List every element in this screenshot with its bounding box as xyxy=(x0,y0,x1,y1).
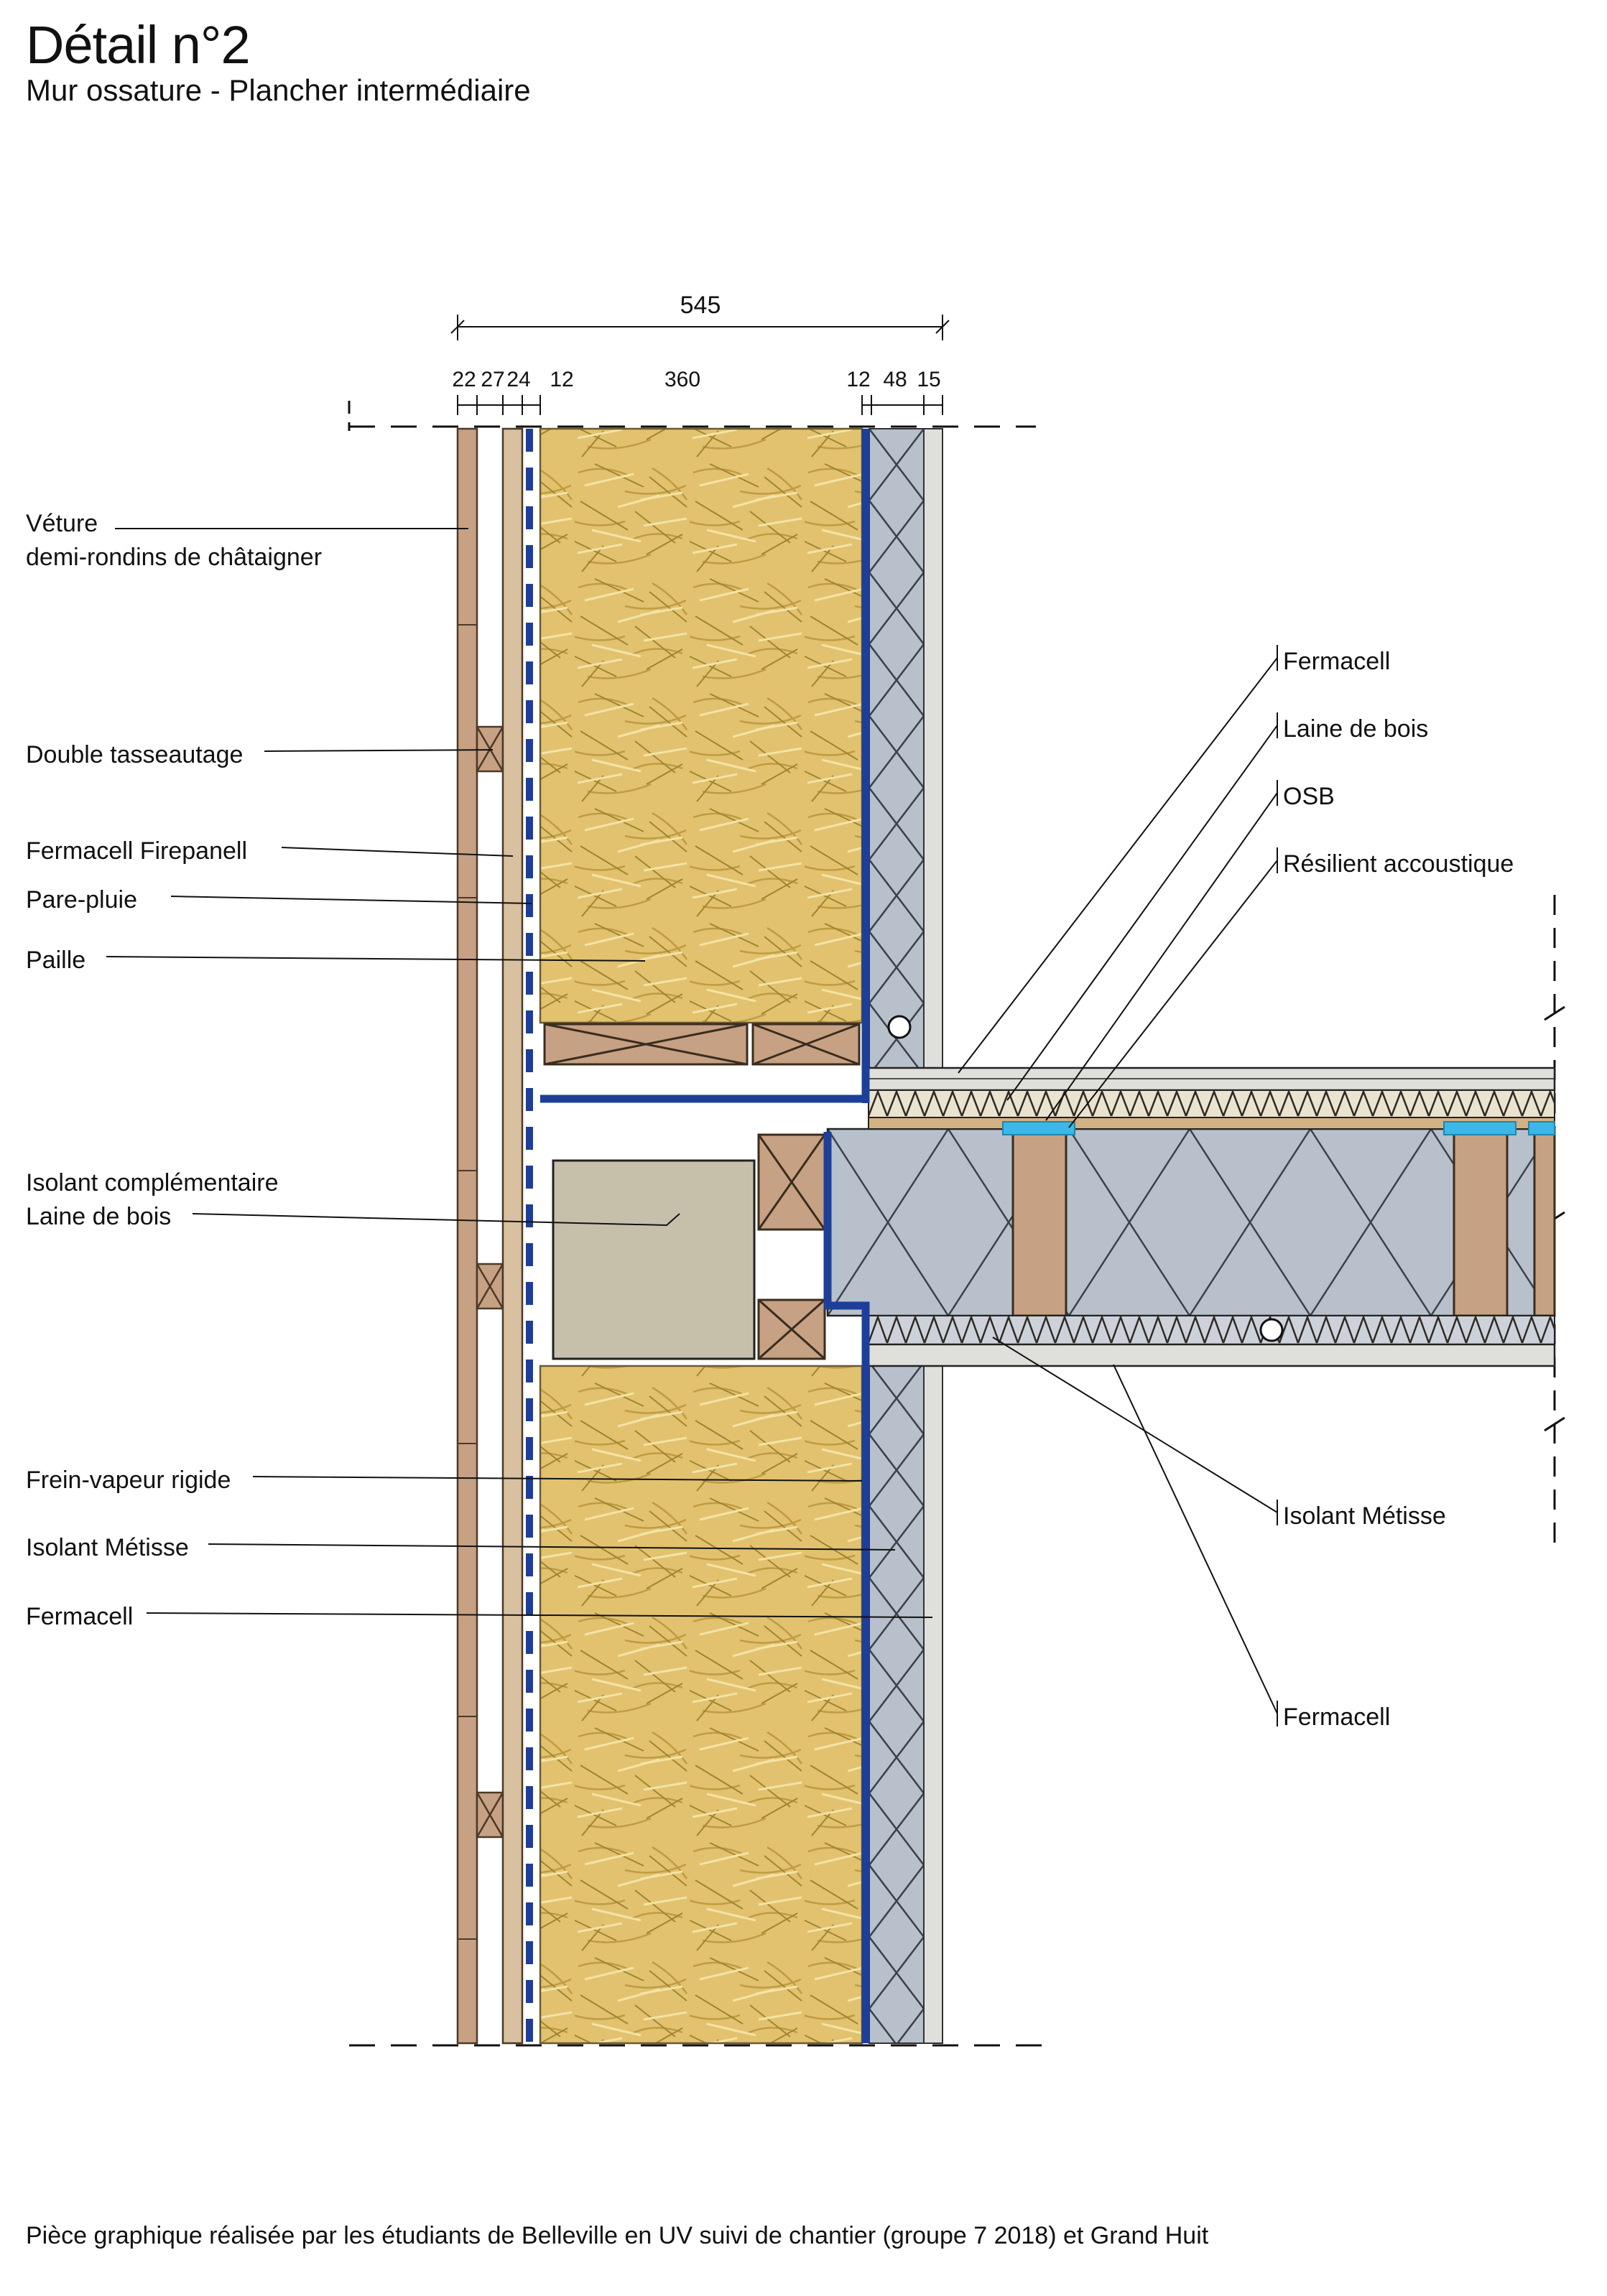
floor-fermacell-bottom xyxy=(867,1343,1556,1367)
floor-joist xyxy=(1453,1128,1509,1317)
firepanell-board xyxy=(501,427,524,2045)
wall-fermacell-strip-upper xyxy=(923,428,943,1069)
reference-circle-floor xyxy=(1259,1318,1284,1342)
label-fermacell-left: Fermacell xyxy=(26,1603,134,1630)
floor-joist-cut xyxy=(1533,1128,1556,1317)
wall-metisse-strip-upper xyxy=(869,428,925,1069)
leader-line xyxy=(192,1213,680,1227)
dimension-lines xyxy=(450,315,950,415)
batten xyxy=(476,725,504,1839)
label-osb: OSB xyxy=(1283,783,1335,810)
dimension-segment: 22 xyxy=(452,368,476,391)
page-subtitle: Mur ossature - Plancher intermédiaire xyxy=(26,73,531,107)
label-frein-vapeur: Frein-vapeur rigide xyxy=(26,1467,231,1494)
leader-line xyxy=(1113,1364,1278,1714)
leader-line xyxy=(264,749,494,752)
label-fermacell-right-top: Fermacell xyxy=(1283,648,1391,675)
label-paille: Paille xyxy=(26,947,86,974)
junction-wood-blocks xyxy=(757,1133,826,1360)
resilient-pad xyxy=(1443,1121,1516,1135)
label-isolant-metisse-left: Isolant Métisse xyxy=(26,1534,189,1561)
leader-line xyxy=(208,1543,896,1551)
veture-board xyxy=(456,427,478,2045)
floor-joist xyxy=(1011,1128,1068,1317)
label-double-tasseautage: Double tasseautage xyxy=(26,741,244,768)
leader-line xyxy=(170,896,532,904)
dimension-segment: 12 xyxy=(550,368,574,391)
wall-fermacell-strip-lower xyxy=(923,1365,943,2044)
resilient-pads xyxy=(1002,1121,1555,1135)
wall-metisse-strip-lower xyxy=(869,1365,925,2044)
floor-laine-de-bois-hatch xyxy=(869,1090,1555,1117)
leader-line xyxy=(958,657,1278,1074)
page-title: Détail n°2 xyxy=(26,15,251,75)
label-resilient-accoustique: Résilient accoustique xyxy=(1283,850,1514,878)
label-fermacell-firepanell: Fermacell Firepanell xyxy=(26,837,247,865)
dimension-segment: 48 xyxy=(883,368,907,391)
label-pare-pluie: Pare-pluie xyxy=(26,886,137,914)
straw-infill-upper xyxy=(539,427,863,1024)
leader-line xyxy=(146,1612,933,1618)
leader-lines xyxy=(106,528,1278,1726)
leader-line xyxy=(1045,792,1278,1121)
leader-line xyxy=(281,847,514,857)
dimension-segment: 27 xyxy=(481,368,505,391)
straw-infill-lower xyxy=(539,1365,863,2045)
veture-joints xyxy=(458,624,477,1940)
resilient-pad xyxy=(1002,1121,1075,1135)
wall-plate xyxy=(543,1023,861,1066)
label-laine-de-bois-right: Laine de bois xyxy=(1283,715,1429,743)
dimension-segment: 15 xyxy=(917,368,941,391)
floor-cavity-insulation xyxy=(826,1128,1556,1317)
leader-line xyxy=(1068,860,1278,1128)
label-isolant-metisse-right: Isolant Métisse xyxy=(1283,1502,1446,1530)
floor-metisse-bottom-hatch xyxy=(869,1316,1555,1344)
wall-floor-junction xyxy=(552,1133,826,1360)
label-fermacell-right-bottom: Fermacell xyxy=(1283,1704,1391,1731)
credit-caption: Pièce graphique réalisée par les étudian… xyxy=(26,2222,1209,2249)
dimension-segment: 12 xyxy=(846,368,871,391)
dimension-segment: 360 xyxy=(664,368,701,391)
label-veture: Véture demi-rondins de châtaigner xyxy=(26,510,323,571)
label-isolant-complementaire: Isolant complémentaire Laine de bois xyxy=(26,1169,279,1230)
resilient-pad xyxy=(1528,1121,1555,1135)
reference-circle-wall xyxy=(887,1015,912,1039)
leader-line xyxy=(252,1476,863,1482)
leader-line xyxy=(106,956,646,962)
frein-vapeur-membrane xyxy=(540,429,870,2043)
dimension-total: 545 xyxy=(680,292,721,319)
leader-line xyxy=(992,1337,1278,1513)
floor-assembly xyxy=(826,1066,1556,1367)
leader-line xyxy=(1006,725,1278,1101)
dimension-segment: 24 xyxy=(506,368,531,391)
complementary-insulation-block xyxy=(552,1159,756,1360)
